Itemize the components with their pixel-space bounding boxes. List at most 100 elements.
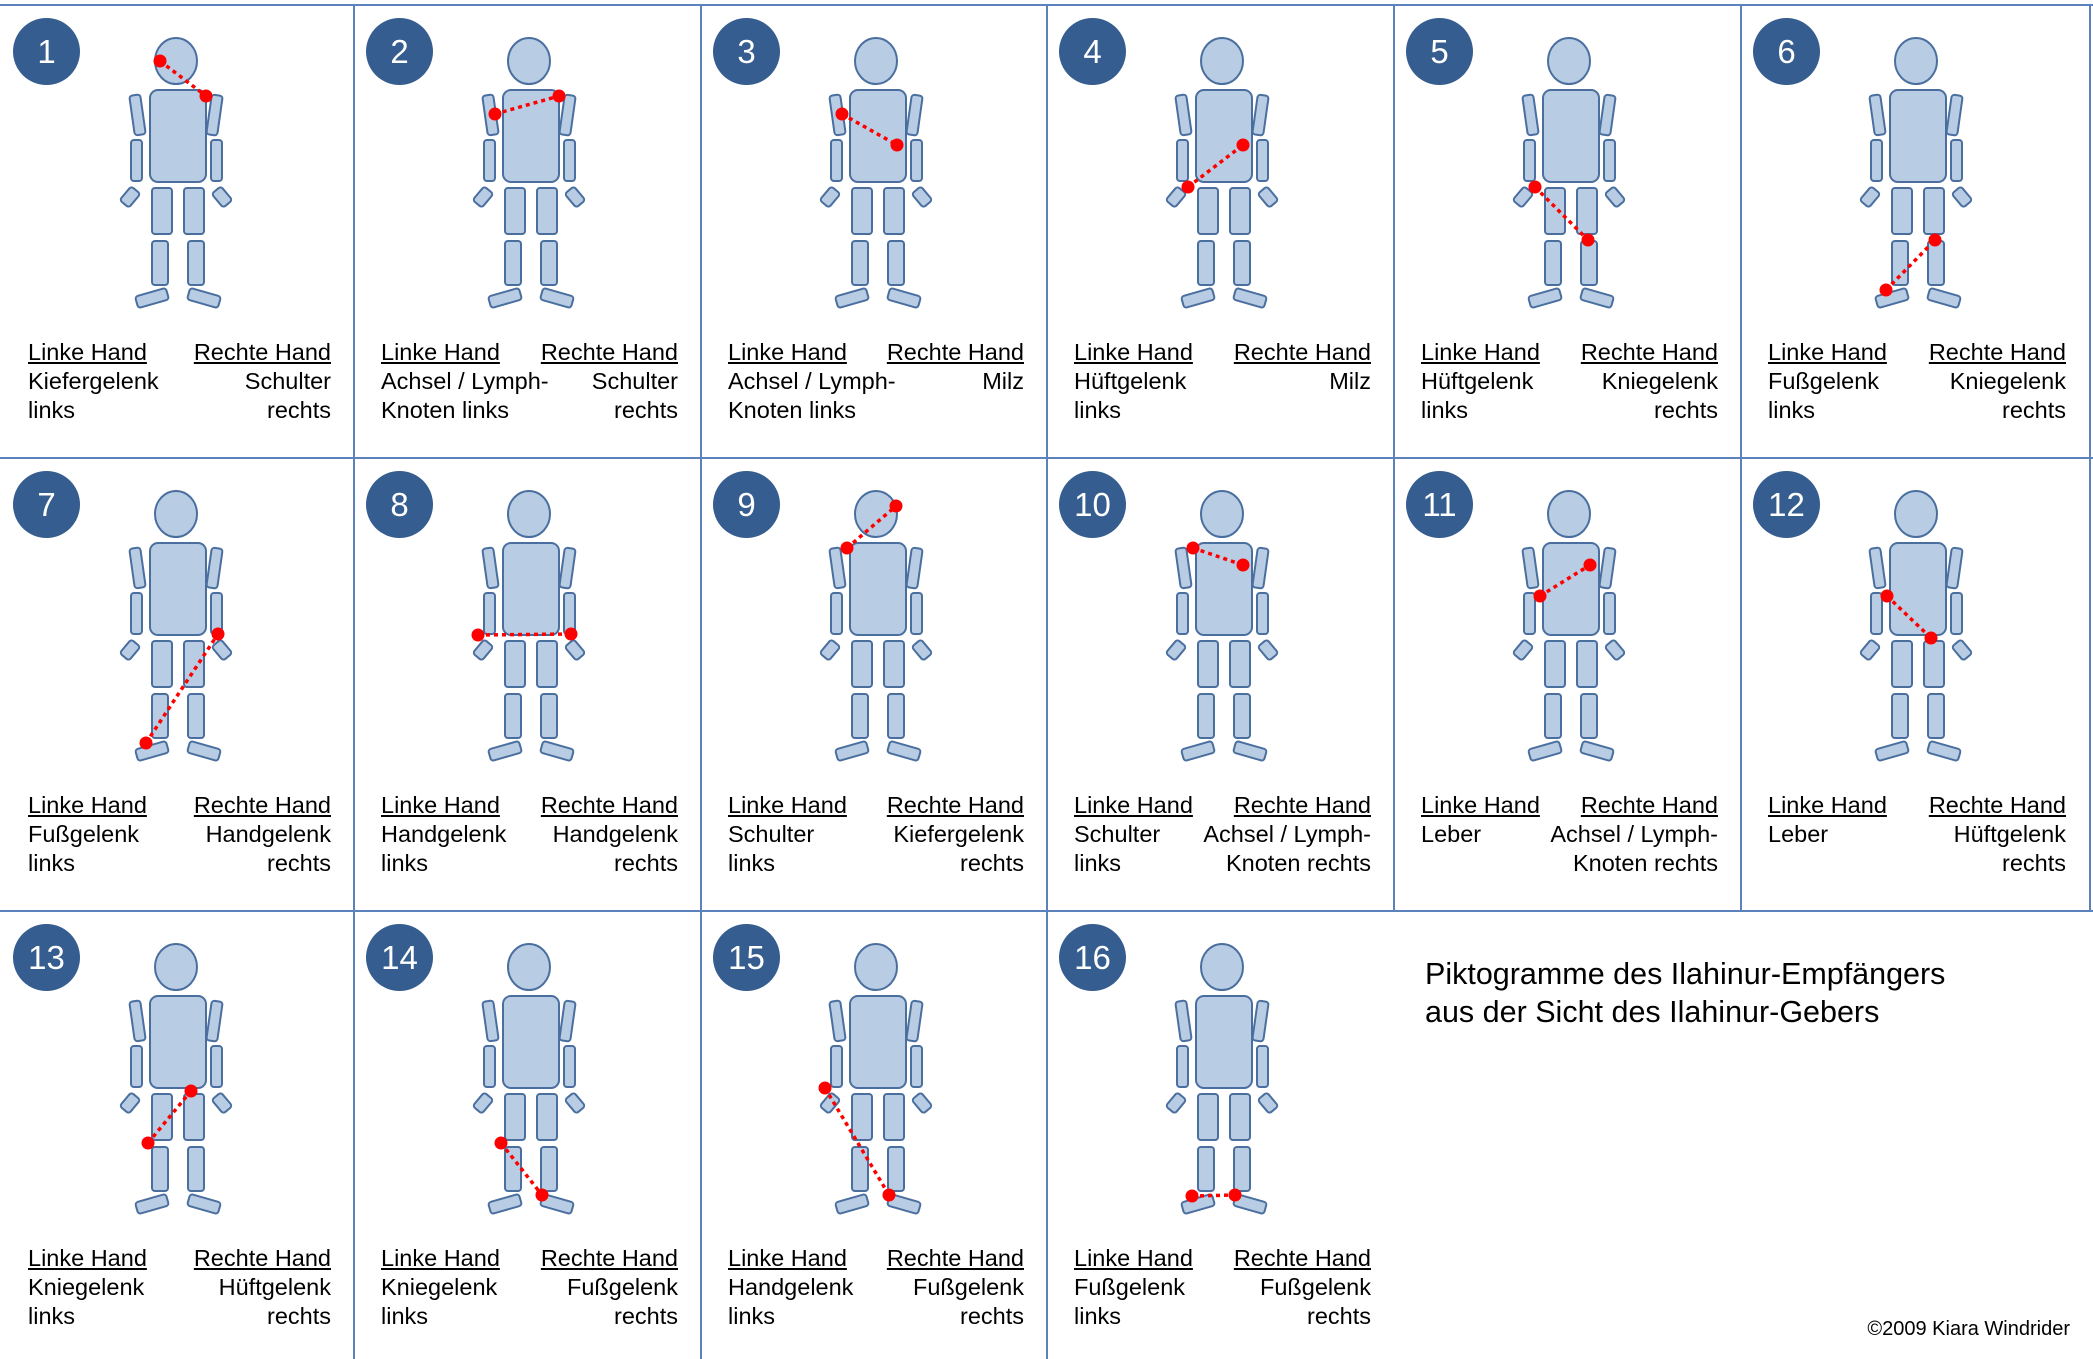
forearm-right: [211, 1046, 222, 1087]
pictogram-cell: 10Linke HandRechte HandSchulter linksAch…: [1046, 458, 1393, 911]
forearm-right: [1257, 1046, 1268, 1087]
forearm-left: [1177, 140, 1188, 181]
pictogram-number-badge: 9: [713, 471, 780, 538]
pictogram-cell: 15Linke Hand Rechte HandHandgelenk links F…: [700, 911, 1046, 1359]
torso: [1543, 90, 1599, 182]
forearm-left: [1871, 140, 1882, 181]
shin-left: [505, 241, 521, 285]
hand-left: [1513, 639, 1534, 661]
left-hand-position: Handgelenk links: [728, 1273, 853, 1331]
left-hand-position: Kiefergelenk links: [28, 367, 159, 425]
shin-left: [852, 694, 868, 738]
right-hand-position: Achsel / Lymph- Knoten rechts: [1203, 820, 1371, 878]
right-hand-header: Rechte Hand: [1234, 1244, 1371, 1273]
head: [508, 944, 550, 990]
right-hand-position: Fußgelenk rechts: [913, 1273, 1024, 1331]
hand-right: [1258, 186, 1279, 208]
hand-right: [1258, 639, 1279, 661]
thigh-right: [1230, 641, 1250, 687]
hand-left: [1860, 186, 1881, 208]
right-hand-header: Rechte Hand: [887, 791, 1024, 820]
upper-arm-left: [829, 547, 845, 588]
pictogram-number-badge: 7: [13, 471, 80, 538]
shin-left: [852, 241, 868, 285]
thigh-left: [1198, 641, 1218, 687]
pictogram-cell: 5Linke HandRechte HandHüftgelenk linksKn…: [1393, 5, 1740, 458]
head: [1895, 38, 1937, 84]
right-hand-point-marker: [553, 90, 566, 103]
foot-right: [1233, 288, 1267, 308]
right-hand-position: Fußgelenk rechts: [1260, 1273, 1371, 1331]
shin-right: [188, 694, 204, 738]
forearm-left: [484, 1046, 495, 1087]
thigh-right: [1230, 188, 1250, 234]
left-hand-position: Schulter links: [1074, 820, 1160, 878]
right-hand-header: Rechte Hand: [1581, 791, 1718, 820]
shin-right: [188, 241, 204, 285]
pictogram-number-badge: 15: [713, 924, 780, 991]
head: [1548, 38, 1590, 84]
upper-arm-left: [482, 547, 498, 588]
pictogram-cell: 2Linke HandRechte HandAchsel / Lymph- Kn…: [353, 5, 700, 458]
hand-left: [1860, 639, 1881, 661]
foot-left: [835, 288, 869, 308]
shin-left: [1545, 241, 1561, 285]
body-figure: [1166, 38, 1279, 308]
right-hand-position: Milz: [982, 367, 1024, 396]
upper-arm-right: [559, 547, 575, 588]
upper-arm-right: [1946, 547, 1962, 588]
foot-left: [488, 1194, 522, 1214]
upper-arm-right: [906, 547, 922, 588]
forearm-left: [831, 1046, 842, 1087]
shin-right: [1234, 1147, 1250, 1191]
thigh-right: [1924, 188, 1944, 234]
left-hand-header: Linke Hand: [728, 338, 847, 367]
right-hand-header: Rechte Hand: [541, 1244, 678, 1273]
right-hand-header: Rechte Hand: [1581, 338, 1718, 367]
thigh-right: [537, 641, 557, 687]
pictogram-number-badge: 10: [1059, 471, 1126, 538]
thigh-left: [505, 1094, 525, 1140]
hand-right: [565, 186, 586, 208]
left-hand-position: Schulter links: [728, 820, 814, 878]
right-hand-point-marker: [1929, 234, 1942, 247]
pictogram-number-badge: 1: [13, 18, 80, 85]
right-hand-header: Rechte Hand: [887, 1244, 1024, 1273]
forearm-left: [484, 140, 495, 181]
forearm-right: [1951, 140, 1962, 181]
foot-left: [1875, 741, 1909, 761]
right-hand-header: Rechte Hand: [541, 338, 678, 367]
shin-right: [541, 241, 557, 285]
head: [1201, 491, 1243, 537]
body-figure: [1513, 491, 1626, 761]
head: [1201, 38, 1243, 84]
left-hand-position: Leber: [1421, 820, 1481, 849]
pictogram-cell: 7Linke HandRechte HandFußgelenk linksHan…: [0, 458, 353, 911]
left-hand-position: Handgelenk links: [381, 820, 506, 878]
left-hand-point-marker: [1187, 542, 1200, 555]
left-hand-header: Linke Hand: [1074, 338, 1193, 367]
forearm-left: [831, 140, 842, 181]
torso: [1890, 90, 1946, 182]
right-hand-position: Schulter rechts: [592, 367, 678, 425]
right-hand-point-marker: [891, 139, 904, 152]
thigh-left: [1892, 188, 1912, 234]
left-hand-point-marker: [819, 1082, 832, 1095]
body-figure: [120, 491, 233, 761]
left-hand-position: Achsel / Lymph- Knoten links: [728, 367, 896, 425]
left-hand-position: Hüftgelenk links: [1074, 367, 1186, 425]
left-hand-header: Linke Hand: [1421, 338, 1540, 367]
forearm-right: [1951, 593, 1962, 634]
left-hand-position: Fußgelenk links: [1768, 367, 1879, 425]
hand-right: [912, 186, 933, 208]
thigh-right: [1577, 641, 1597, 687]
left-hand-header: Linke Hand: [728, 1244, 847, 1273]
left-hand-point-marker: [140, 737, 153, 750]
right-hand-point-marker: [1582, 234, 1595, 247]
left-hand-header: Linke Hand: [1421, 791, 1540, 820]
forearm-left: [1524, 140, 1535, 181]
thigh-left: [1545, 188, 1565, 234]
hand-left: [1166, 639, 1187, 661]
upper-arm-left: [129, 547, 145, 588]
